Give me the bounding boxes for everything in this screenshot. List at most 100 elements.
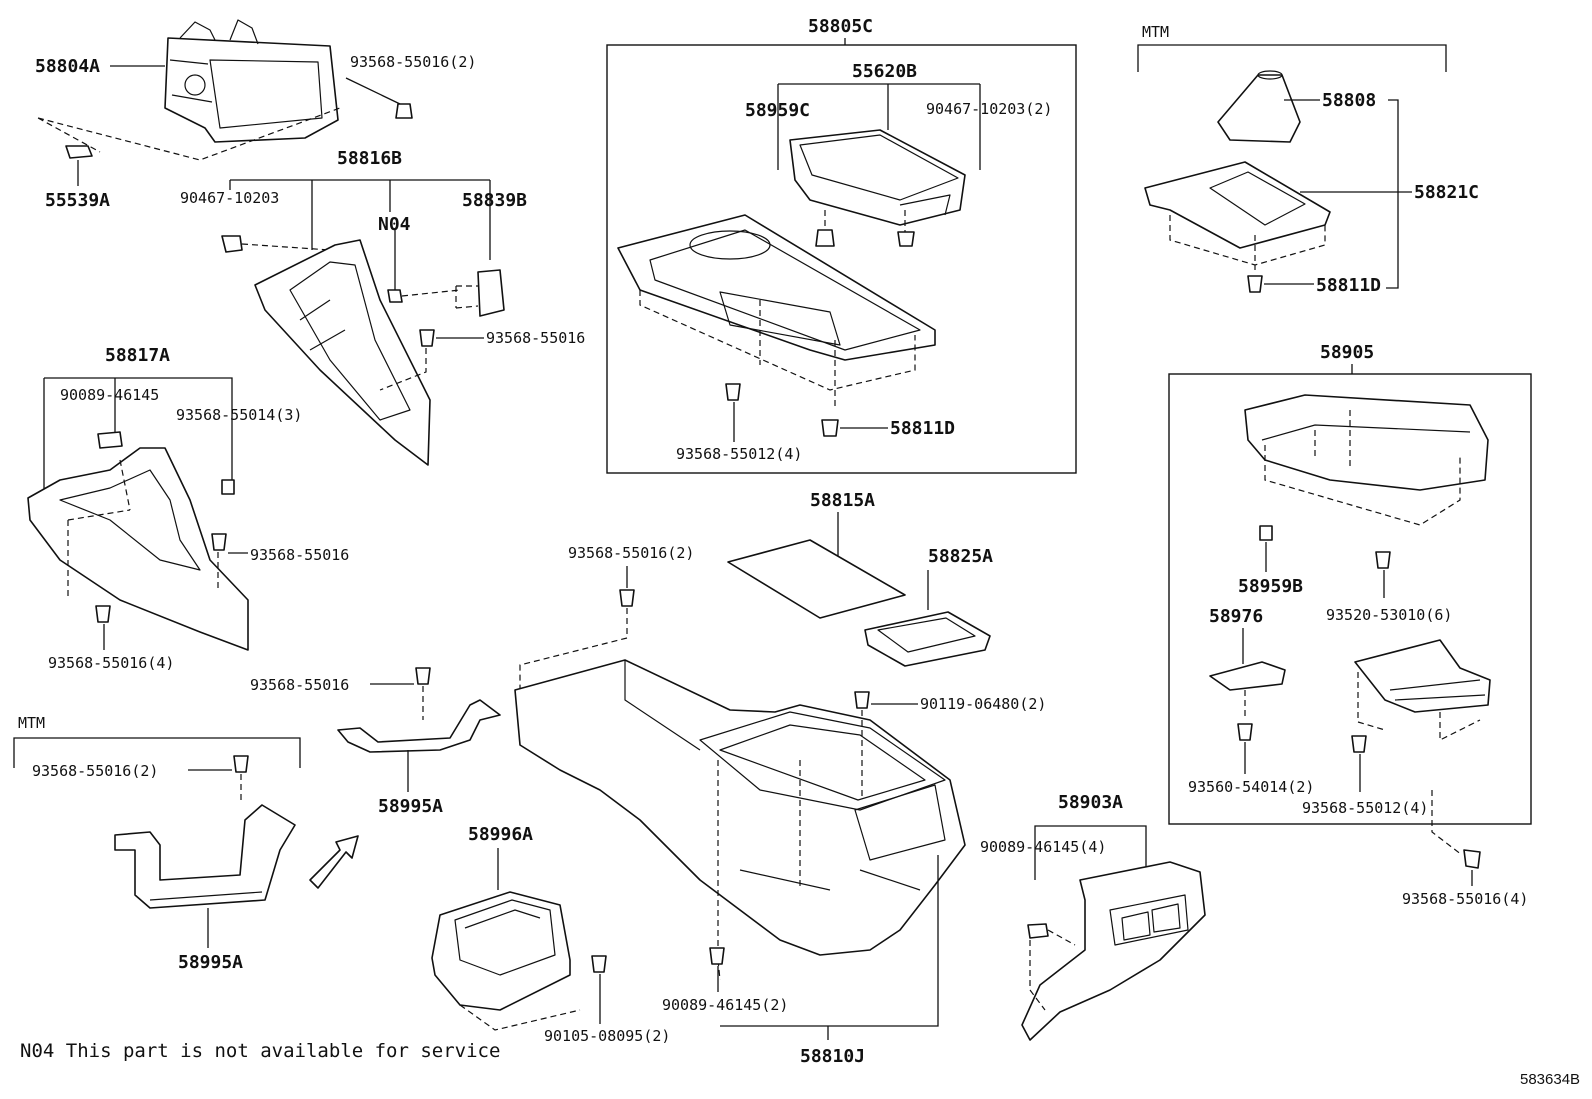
label-93568-55016-2-left: 93568-55016(2) [32, 762, 158, 780]
dashed-58817a [67, 459, 131, 600]
label-93568-55016-4-left: 93568-55016(4) [48, 654, 174, 672]
label-90089-46145-4: 90089-46145(4) [980, 838, 1106, 856]
screw-93568-55012-4-box [725, 383, 741, 442]
diagram-reference: 583634B [1520, 1071, 1580, 1088]
label-93568-55014-3: 93568-55014(3) [176, 406, 302, 424]
bracket-58808 [1386, 99, 1399, 289]
label-58815a: 58815A [810, 490, 875, 511]
screw-93568-55012-right [1351, 735, 1367, 753]
clip-58811d-box [821, 419, 888, 437]
tray-58825a-drawing [864, 611, 991, 667]
label-58810j: 58810J [800, 1046, 865, 1067]
screw-n04 [387, 230, 461, 303]
label-58959c: 58959C [745, 100, 810, 121]
mat-58815a-drawing [727, 539, 906, 619]
screw-90119-06480 [854, 691, 870, 709]
dashed-90467 [241, 243, 331, 251]
label-58959b: 58959B [1238, 576, 1303, 597]
boot-58808-drawing [1217, 70, 1301, 143]
bracket-58903a [1034, 825, 1147, 880]
label-58804a: 58804A [35, 56, 100, 77]
dashed-58996a [459, 1004, 581, 1031]
screw-93568-55016-2-left [233, 755, 249, 773]
label-93560-54014-2: 93560-54014(2) [1188, 778, 1314, 796]
clip-90089-46145-4 [1027, 923, 1049, 939]
dashed-58903a [1029, 929, 1076, 1011]
bracket-58817a [43, 377, 233, 490]
label-93568-55012-4-box: 93568-55012(4) [676, 445, 802, 463]
screw-93568-55016-4-left [95, 605, 111, 650]
plate-58821c-drawing [1144, 161, 1331, 249]
label-90467-10203-2: 90467-10203(2) [926, 100, 1052, 118]
clip-90467-10203-2 [897, 231, 915, 247]
label-58808: 58808 [1322, 90, 1376, 111]
dashed-58805c [639, 290, 916, 410]
tray-58804a-drawing [164, 19, 339, 143]
label-58905: 58905 [1320, 342, 1374, 363]
panel-58817a-drawing [27, 431, 249, 651]
holder-58996a-drawing [431, 891, 571, 1011]
console-58810j-drawing [514, 659, 966, 956]
label-90105-08095-2: 90105-08095(2) [544, 1027, 670, 1045]
clip-90089-46145-2 [709, 947, 725, 965]
screw-93568-55016-center [415, 667, 431, 685]
label-58817a: 58817A [105, 345, 170, 366]
dashed-93568-55016-2-center [519, 608, 628, 690]
bracket-58995a-left-drawing [114, 804, 296, 909]
label-58996a: 58996A [468, 824, 533, 845]
label-58811d-right: 58811D [1316, 275, 1381, 296]
clip-55539a-drawing [65, 145, 93, 159]
label-mtm-right: MTM [1142, 23, 1169, 41]
label-mtm-left: MTM [18, 714, 45, 732]
bracket-58810j [720, 855, 939, 1040]
bracket-58995a-center-drawing [337, 699, 501, 753]
bracket-58816b [230, 179, 491, 260]
tray-58805c-drawing [617, 214, 936, 361]
dashed-58839b [455, 285, 479, 309]
label-93568-55016-2-center: 93568-55016(2) [568, 544, 694, 562]
dashed-58804a [37, 107, 341, 161]
screw-93568-55016-left [211, 533, 248, 590]
dashed-hinge [1357, 672, 1481, 741]
label-58805c: 58805C [808, 16, 873, 37]
label-93568-55016-center: 93568-55016 [250, 676, 349, 694]
label-58903a: 58903A [1058, 792, 1123, 813]
label-90089-46145-2: 90089-46145(2) [662, 996, 788, 1014]
label-93520-53010-6: 93520-53010(6) [1326, 606, 1452, 624]
screw-90105-08095 [591, 955, 607, 973]
dashed-93568-55016-right [1431, 790, 1463, 856]
screw-93568-55016-mid [379, 329, 484, 391]
label-90467-10203: 90467-10203 [180, 189, 279, 207]
screw-93568-55016-2-center [619, 589, 635, 607]
bracket-mtm-right [1137, 44, 1447, 72]
clip-58811d-right [1247, 275, 1263, 293]
clip-58959b [1259, 525, 1273, 541]
dashed-58821c [1169, 215, 1326, 270]
screw-93520-53010 [1375, 551, 1391, 569]
dashed-58905 [1264, 410, 1461, 526]
label-58976: 58976 [1209, 606, 1263, 627]
hinge-58905-drawing [1354, 639, 1491, 713]
clip-58959c [815, 229, 835, 247]
label-58995a-center: 58995A [378, 796, 443, 817]
label-90089-46145: 90089-46145 [60, 386, 159, 404]
screw-93560-54014 [1237, 723, 1253, 741]
screw-93568-55016-top [345, 77, 413, 119]
label-93568-55016-2-top: 93568-55016(2) [350, 53, 476, 71]
screw-93568-55016-right [1463, 849, 1481, 869]
label-93568-55016-4-right: 93568-55016(4) [1402, 890, 1528, 908]
label-55539a: 55539A [45, 190, 110, 211]
panel-58903a-drawing [1021, 861, 1206, 1041]
box-55620b-drawing [789, 129, 966, 226]
armrest-58905-drawing [1244, 394, 1489, 491]
bracket-55620b [777, 83, 981, 170]
panel-58816b-drawing [254, 239, 431, 466]
label-93568-55016-mid: 93568-55016 [486, 329, 585, 347]
label-58839b: 58839B [462, 190, 527, 211]
label-58825a: 58825A [928, 546, 993, 567]
label-55620b: 55620B [852, 61, 917, 82]
label-93568-55016-left: 93568-55016 [250, 546, 349, 564]
box-58805c [606, 44, 1077, 474]
label-93568-55012-4-right: 93568-55012(4) [1302, 799, 1428, 817]
